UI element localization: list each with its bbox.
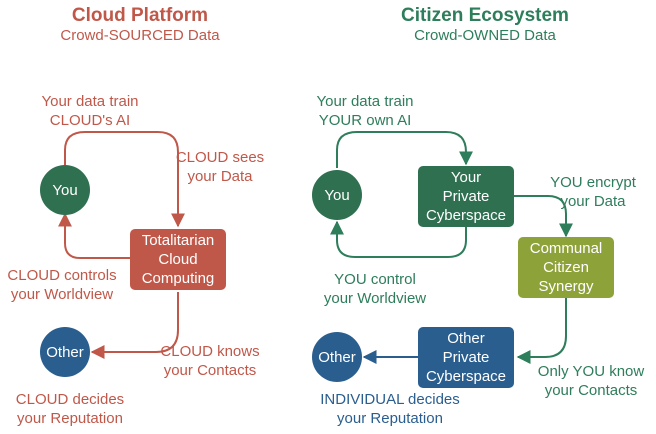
left-title: Cloud Platform — [71, 5, 209, 26]
left-other-node: Other — [40, 327, 90, 377]
right-you-node: You — [312, 170, 362, 220]
arrow-communal-to-otherprivate — [516, 298, 567, 364]
arrow-cloud-to-you — [58, 212, 130, 259]
arrow-you-to-private — [336, 131, 473, 168]
arrow-you-to-cloud — [64, 131, 185, 228]
right-subtitle: Crowd-OWNED Data — [414, 27, 556, 44]
left-you-node: You — [40, 165, 90, 215]
right-title: Citizen Ecosystem — [401, 5, 569, 26]
arrow-private-to-you — [330, 220, 467, 258]
right-other-node: Other — [312, 332, 362, 382]
left-subtitle: Crowd-SOURCED Data — [60, 27, 220, 44]
arrow-cloud-to-other — [90, 292, 179, 359]
arrow-private-to-communal — [514, 195, 573, 238]
